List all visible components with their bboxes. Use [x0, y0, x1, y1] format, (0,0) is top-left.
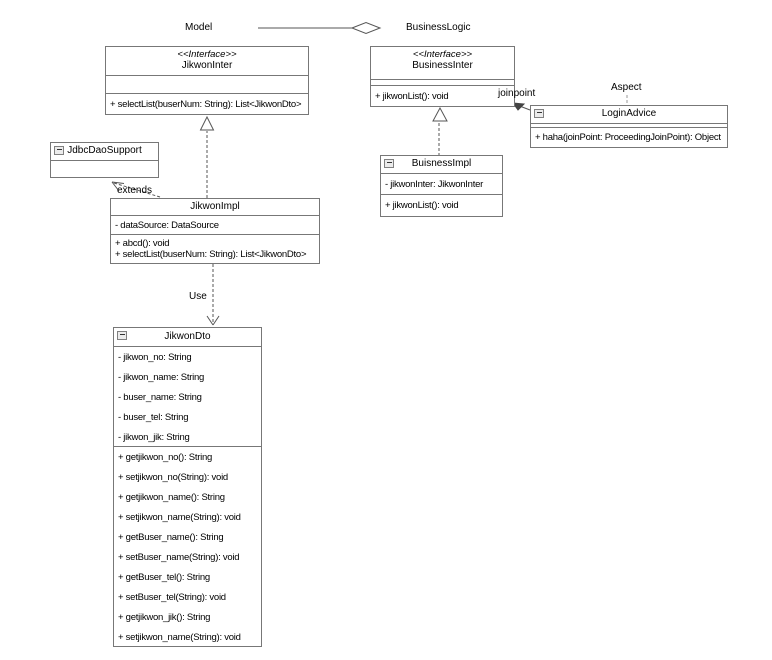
class-name: JikwonInter [181, 60, 233, 71]
attributes-compartment [531, 123, 727, 127]
class-name: JikwonDto [164, 331, 211, 342]
class-header: BuisnessImpl [381, 156, 502, 173]
class-box-loginadvice[interactable]: LoginAdvice + haha(joinPoint: Proceeding… [530, 105, 728, 148]
method-row: + setjikwon_name(String): void [118, 511, 241, 523]
class-header: <<Interface>> BusinessInter [371, 47, 514, 79]
attribute-row: - jikwon_no: String [118, 351, 192, 363]
class-header: <<Interface>> JikwonInter [106, 47, 308, 75]
extends-dependency-connector [111, 181, 161, 198]
attributes-compartment: - jikwon_no: String - jikwon_name: Strin… [114, 346, 261, 446]
class-header: LoginAdvice [531, 106, 727, 123]
attribute-row: - buser_tel: String [118, 411, 189, 423]
method-row: + jikwonList(): void [385, 200, 459, 211]
class-box-buisnessimpl[interactable]: BuisnessImpl - jikwonInter: JikwonInter … [380, 155, 503, 217]
method-row: + abcd(): void [115, 238, 170, 249]
method-row: + setBuser_tel(String): void [118, 591, 226, 603]
method-row: + getjikwon_no(): String [118, 451, 213, 463]
methods-compartment: + selectList(buserNum: String): List<Jik… [106, 93, 308, 114]
attributes-compartment [106, 75, 308, 93]
attribute-row: - buser_name: String [118, 391, 202, 403]
attribute-row: - jikwonInter: JikwonInter [385, 178, 484, 190]
methods-compartment: + haha(joinPoint: ProceedingJoinPoint): … [531, 127, 727, 147]
minus-glyph [56, 148, 62, 150]
method-row: + getjikwon_name(): String [118, 491, 225, 503]
realization-connector-buisnessimpl [432, 106, 448, 156]
method-row: + haha(joinPoint: ProceedingJoinPoint): … [535, 132, 721, 143]
method-row: + setBuser_name(String): void [118, 551, 240, 563]
method-row: + jikwonList(): void [375, 90, 449, 102]
method-row: + getBuser_name(): String [118, 531, 224, 543]
stereotype-label: <<Interface>> [412, 49, 473, 60]
collapse-icon[interactable] [534, 109, 544, 118]
class-header: JdbcDaoSupport [51, 143, 158, 160]
class-header: JikwonImpl [111, 199, 319, 215]
methods-compartment: + jikwonList(): void [371, 85, 514, 106]
joinpoint-label: joinpoint [498, 88, 536, 99]
class-name: LoginAdvice [601, 108, 657, 119]
class-box-businessinter[interactable]: <<Interface>> BusinessInter + jikwonList… [370, 46, 515, 107]
aggregation-connector [258, 21, 382, 35]
attribute-row: - jikwon_jik: String [118, 431, 190, 443]
class-name: BuisnessImpl [411, 158, 472, 169]
class-box-jdbcdaosupport[interactable]: JdbcDaoSupport [50, 142, 159, 178]
attributes-compartment: - jikwonInter: JikwonInter [381, 173, 502, 194]
minus-glyph [119, 333, 125, 335]
attribute-row: - dataSource: DataSource [115, 219, 219, 231]
use-label: Use [189, 291, 207, 302]
class-box-jikwondto[interactable]: JikwonDto - jikwon_no: String - jikwon_n… [113, 327, 262, 647]
minus-glyph [386, 161, 392, 163]
methods-compartment: + jikwonList(): void [381, 194, 502, 216]
class-box-jikwonimpl[interactable]: JikwonImpl - dataSource: DataSource + ab… [110, 198, 320, 264]
collapse-icon[interactable] [384, 159, 394, 168]
method-row: + setjikwon_no(String): void [118, 471, 228, 483]
attribute-row: - jikwon_name: String [118, 371, 205, 383]
aspect-label: Aspect [611, 82, 642, 93]
class-name: JikwonImpl [190, 201, 240, 212]
realization-connector-jikwonimpl [199, 115, 215, 198]
method-row: + setjikwon_name(String): void [118, 631, 241, 643]
method-row: + getjikwon_jik(): String [118, 611, 211, 623]
method-row: + getBuser_tel(): String [118, 571, 210, 583]
class-header: JikwonDto [114, 328, 261, 346]
class-name: BusinessInter [412, 60, 473, 71]
extends-label: extends [117, 185, 153, 196]
businesslogic-label: BusinessLogic [406, 22, 471, 33]
attributes-compartment [371, 79, 514, 85]
attributes-compartment [51, 160, 158, 177]
minus-glyph [536, 111, 542, 113]
model-label: Model [185, 22, 213, 33]
use-dependency-connector [206, 264, 220, 326]
methods-compartment: + abcd(): void + selectList(buserNum: St… [111, 234, 319, 263]
method-row: + selectList(buserNum: String): List<Jik… [110, 98, 302, 110]
methods-compartment: + getjikwon_no(): String + setjikwon_no(… [114, 446, 261, 646]
collapse-icon[interactable] [54, 146, 64, 155]
stereotype-label: <<Interface>> [177, 49, 237, 60]
class-name: JdbcDaoSupport [67, 145, 142, 156]
method-row: + selectList(buserNum: String): List<Jik… [115, 249, 307, 260]
class-box-jikwoninter[interactable]: <<Interface>> JikwonInter + selectList(b… [105, 46, 309, 115]
collapse-icon[interactable] [117, 331, 127, 340]
joinpoint-connector [511, 102, 531, 111]
attributes-compartment: - dataSource: DataSource [111, 215, 319, 234]
